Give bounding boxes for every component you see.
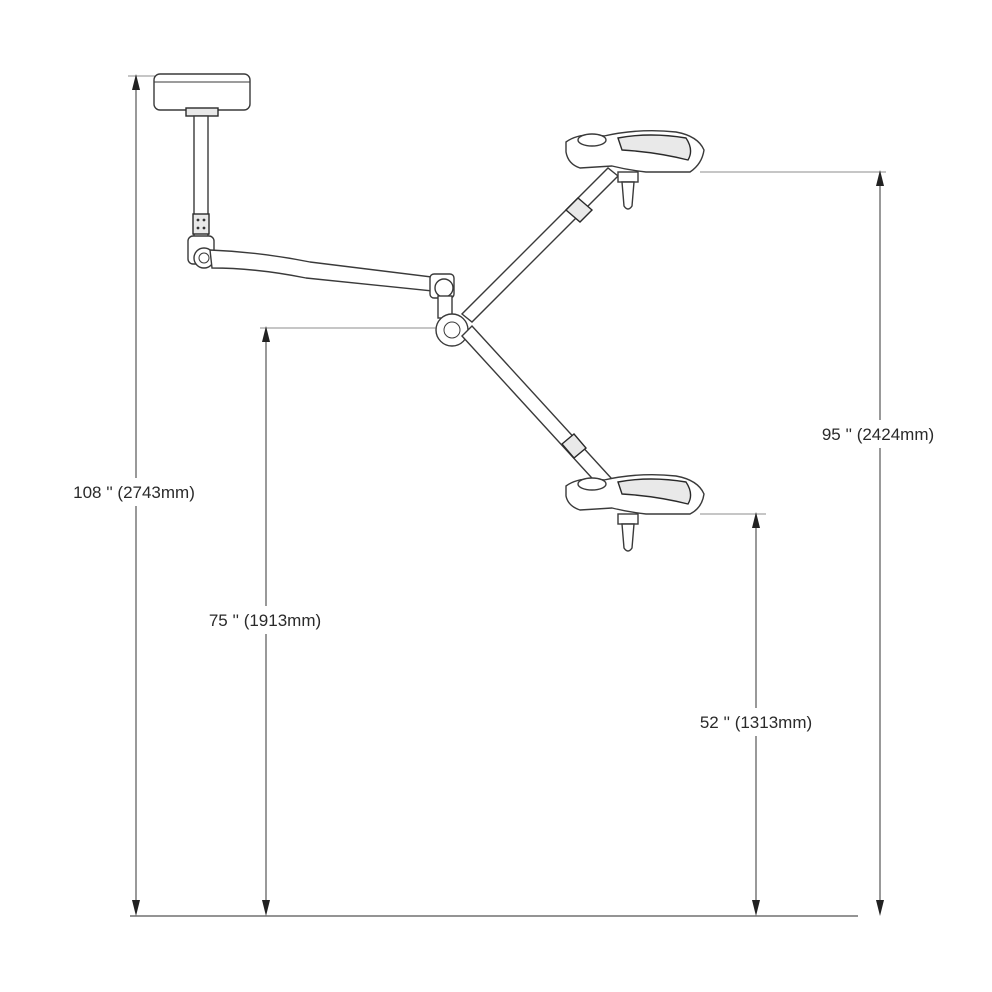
label-hub-height: 75 '' (1913mm) (209, 611, 321, 630)
drop-tube (192, 115, 210, 241)
label-upper-head-height: 95 '' (2424mm) (822, 425, 934, 444)
lower-spring-arm (461, 324, 623, 502)
shoulder-joint (187, 235, 215, 269)
upper-light-head (565, 129, 705, 210)
label-total-height: 108 '' (2743mm) (73, 483, 195, 502)
elbow-joint (429, 273, 455, 319)
upper-spring-arm (460, 167, 620, 323)
lower-light-head (565, 473, 705, 552)
ceiling-mount (153, 73, 251, 117)
label-lower-head-height: 52 '' (1313mm) (700, 713, 812, 732)
extension-arm (209, 249, 443, 293)
dimension-upper-head-height (876, 170, 884, 916)
central-hub (435, 313, 469, 347)
